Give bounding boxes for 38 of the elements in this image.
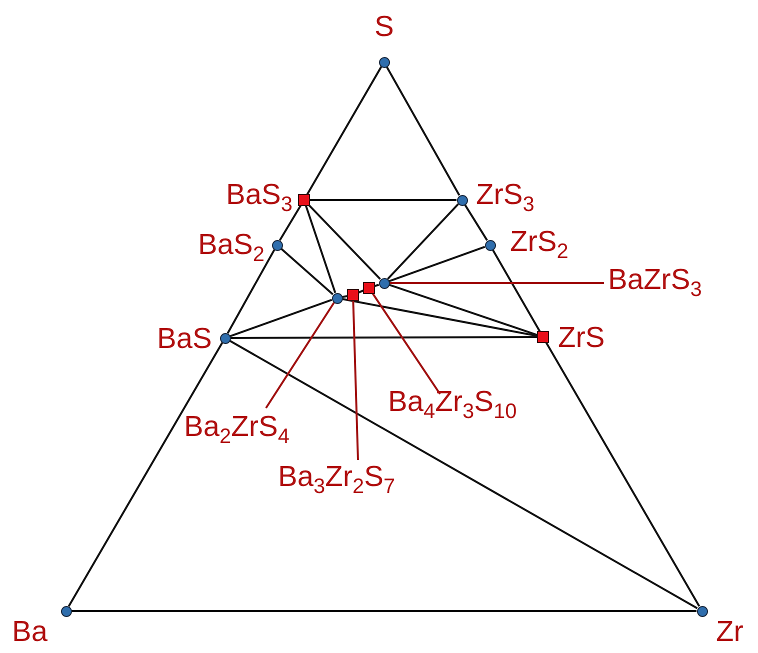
tie-line <box>230 336 537 339</box>
compound-label: BaS <box>157 324 212 356</box>
tie-line <box>280 248 334 296</box>
tie-line <box>387 203 459 280</box>
compound-label: Ba <box>12 617 48 649</box>
tie-line <box>310 199 456 201</box>
leader-line <box>390 282 604 284</box>
tie-line <box>386 66 460 196</box>
compound-label: S <box>374 12 394 44</box>
compound-label: Zr <box>716 617 744 649</box>
leader-line <box>352 300 359 460</box>
tie-line <box>306 66 382 196</box>
compound-label: BaS$_{2}$ <box>198 230 264 266</box>
compound-label: ZrS$_{2}$ <box>510 226 568 264</box>
tie-line <box>545 342 700 607</box>
tie-line <box>229 340 698 610</box>
tie-line <box>226 249 276 334</box>
compound-label: Ba$_{3}$Zr$_{2}$S$_{7}$ <box>278 462 396 498</box>
tie-line <box>68 342 224 607</box>
compound-label: BaZrS$_{3}$ <box>608 264 702 302</box>
compound-label: Ba$_{2}$ZrS$_{4}$ <box>184 412 290 448</box>
compound-label: Ba$_{4}$Zr$_{3}$S$_{10}$ <box>388 386 517 424</box>
tie-line <box>230 298 332 338</box>
tie-line <box>464 204 488 241</box>
compound-label: ZrS$_{3}$ <box>476 180 534 216</box>
tie-line <box>278 204 302 241</box>
compound-label: BaS$_{3}$ <box>226 180 292 216</box>
tie-line <box>388 246 486 282</box>
tie-line <box>342 298 538 337</box>
tie-line <box>72 610 696 612</box>
tie-line <box>492 249 541 332</box>
tie-line <box>388 284 538 336</box>
compound-label: ZrS <box>558 323 605 355</box>
leader-line <box>265 302 335 409</box>
tie-line <box>307 204 381 280</box>
tie-line <box>374 284 380 288</box>
tie-line <box>304 205 336 294</box>
leader-line <box>372 292 441 395</box>
